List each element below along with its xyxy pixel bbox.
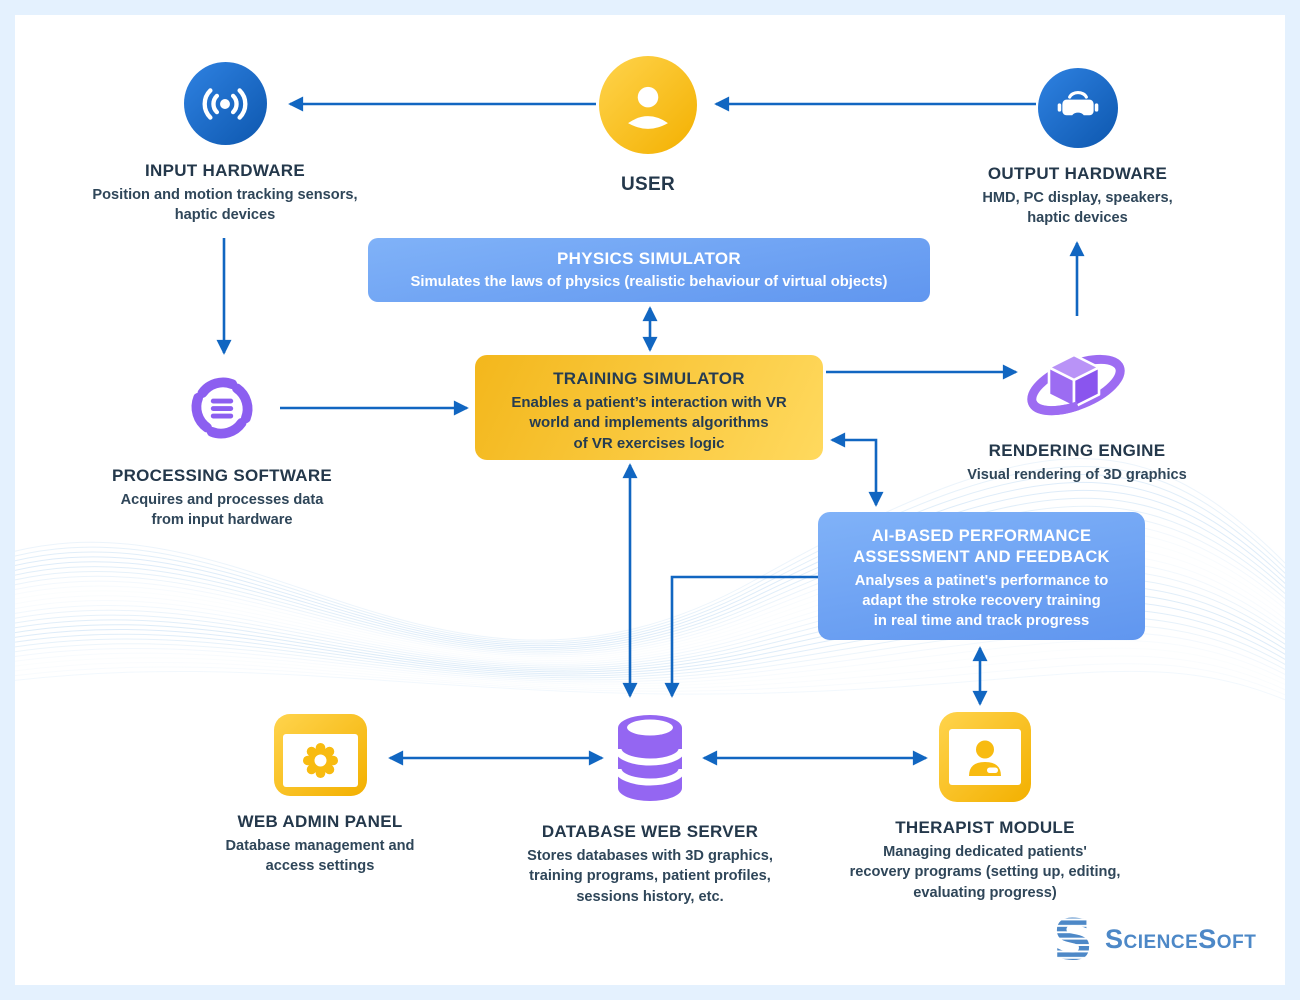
- training-simulator-box: TRAINING SIMULATOR Enables a patient’s i…: [475, 355, 823, 460]
- database-web-server-subtitle: Stores databases with 3D graphics, train…: [527, 848, 773, 905]
- user-title: USER: [621, 174, 675, 195]
- sciencesoft-logo-mark: S: [1053, 914, 1093, 964]
- sciencesoft-logo-text: ScienceSoft: [1105, 923, 1257, 954]
- database-icon: [610, 710, 690, 806]
- rendering-engine-title: RENDERING ENGINE: [988, 441, 1166, 460]
- input-hardware-subtitle: Position and motion tracking sensors, ha…: [92, 187, 358, 224]
- svg-text:S: S: [1053, 914, 1093, 964]
- output-hardware-node: OUTPUT HARDWARE HMD, PC display, speaker…: [915, 68, 1240, 229]
- therapist-module-node: THERAPIST MODULE Managing dedicated pati…: [830, 712, 1140, 903]
- rendering-engine-icon: [1018, 335, 1136, 433]
- web-admin-panel-subtitle: Database management and access settings: [225, 838, 415, 875]
- user-node: USER: [553, 56, 743, 196]
- database-web-server-title: DATABASE WEB SERVER: [541, 822, 759, 841]
- admin-gear-icon: [273, 714, 367, 796]
- training-simulator-title: TRAINING SIMULATOR: [553, 369, 745, 388]
- training-simulator-body: Enables a patient’s interaction with VR …: [511, 394, 787, 452]
- processing-software-node: PROCESSING SOFTWARE Acquires and process…: [67, 366, 377, 531]
- database-web-server-node: DATABASE WEB SERVER Stores databases wit…: [500, 710, 800, 907]
- input-hardware-title: INPUT HARDWARE: [144, 161, 306, 180]
- vr-headset-icon: [1037, 68, 1118, 148]
- input-hardware-node: INPUT HARDWARE Position and motion track…: [60, 62, 390, 226]
- physics-simulator-body: Simulates the laws of physics (realistic…: [410, 274, 888, 291]
- ai-assessment-box: AI-BASED PERFORMANCE ASSESSMENT AND FEED…: [818, 512, 1145, 640]
- processing-software-subtitle: Acquires and processes data from input h…: [120, 492, 324, 529]
- ai-assessment-title: AI-BASED PERFORMANCE ASSESSMENT AND FEED…: [853, 527, 1110, 567]
- output-hardware-subtitle: HMD, PC display, speakers, haptic device…: [982, 190, 1173, 227]
- processing-icon: [180, 366, 264, 450]
- therapist-module-title: THERAPIST MODULE: [895, 818, 1075, 837]
- processing-software-title: PROCESSING SOFTWARE: [111, 466, 333, 485]
- web-admin-panel-node: WEB ADMIN PANEL Database management and …: [170, 714, 470, 877]
- ai-assessment-body: Analyses a patinet's performance to adap…: [854, 572, 1109, 629]
- user-icon: [599, 56, 697, 154]
- sciencesoft-logo: S ScienceSoft: [1050, 914, 1256, 964]
- therapist-module-subtitle: Managing dedicated patients' recovery pr…: [849, 844, 1121, 901]
- physics-simulator-box: PHYSICS SIMULATOR Simulates the laws of …: [368, 238, 930, 302]
- rendering-engine-node: RENDERING ENGINE Visual rendering of 3D …: [925, 335, 1229, 485]
- sensor-icon: [183, 62, 267, 145]
- web-admin-panel-title: WEB ADMIN PANEL: [237, 812, 403, 831]
- physics-simulator-title: PHYSICS SIMULATOR: [557, 249, 741, 268]
- output-hardware-title: OUTPUT HARDWARE: [987, 164, 1168, 183]
- therapist-icon: [939, 712, 1031, 802]
- rendering-engine-subtitle: Visual rendering of 3D graphics: [967, 467, 1187, 483]
